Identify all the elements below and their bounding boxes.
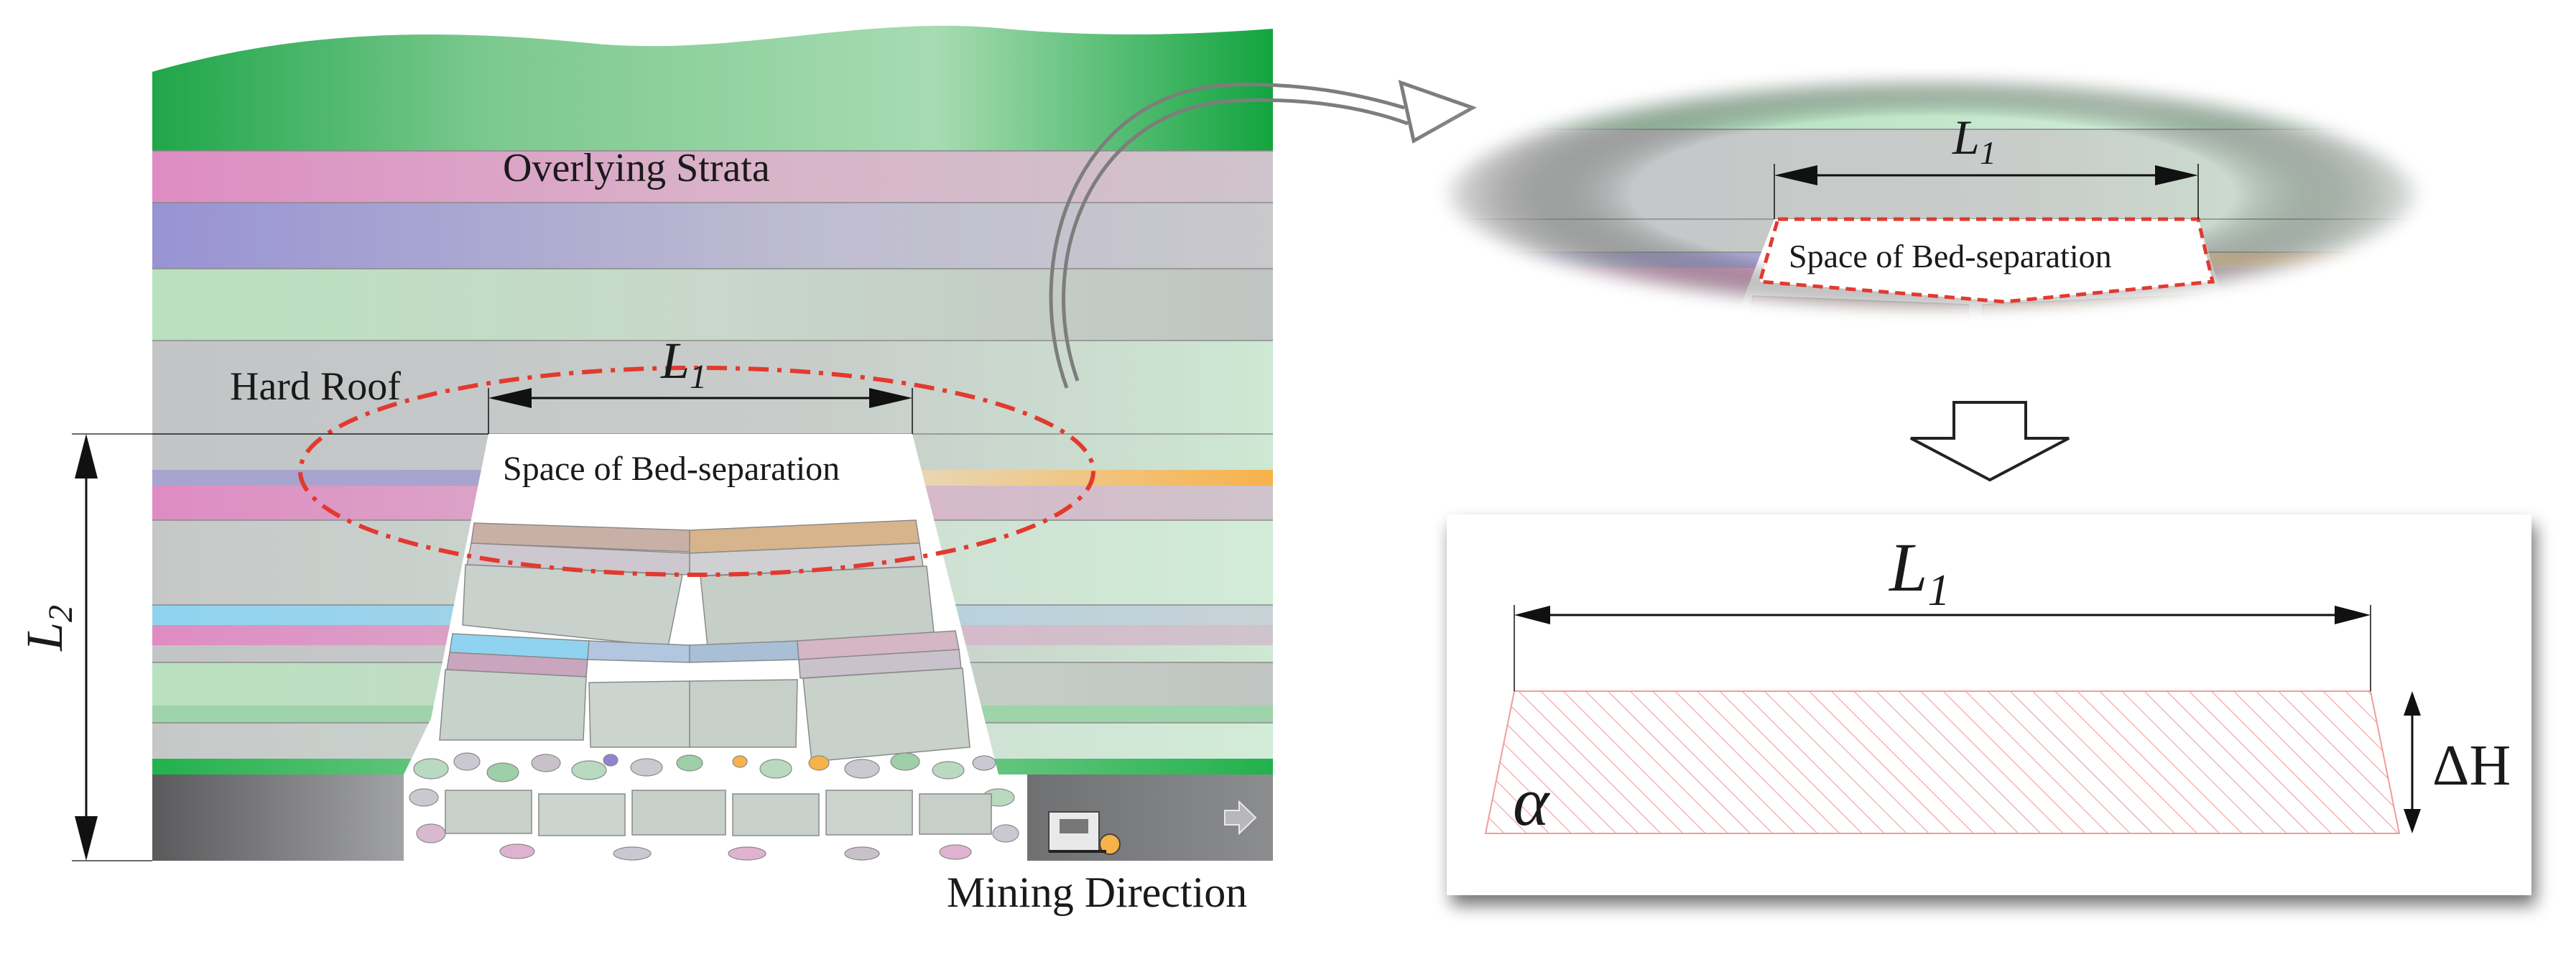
shearer-icon	[1048, 811, 1121, 855]
l2-dimension	[72, 433, 488, 861]
zoom-view: Space of Bed-separation L1	[1415, 50, 2450, 338]
stratum-purple	[152, 203, 1273, 269]
stratum-purple-thin	[152, 470, 490, 486]
zoom-l1-dimension	[1774, 164, 2199, 219]
overlying-strata-label: Overlying Strata	[503, 146, 770, 190]
zoom-connector-arrow	[1049, 80, 1478, 389]
alpha-label: α	[1513, 763, 1550, 840]
surface-layer	[152, 25, 1273, 151]
stratum-pink-top	[152, 151, 1273, 203]
broken-blocks-middle	[439, 630, 970, 762]
strata-section: Overlying Strata Hard Roof L1 Space of B…	[16, 25, 1273, 916]
stratum-hard-roof	[152, 341, 1273, 434]
model-l1-label: L1	[1888, 529, 1950, 615]
broken-blocks-upper	[462, 519, 935, 647]
model-l1-dimension	[1514, 605, 2371, 691]
bed-separation-label: Space of Bed-separation	[503, 450, 840, 488]
delta-h-label: ΔH	[2432, 734, 2511, 798]
lower-blocks	[445, 790, 992, 836]
delta-h-dimension	[2404, 691, 2421, 833]
zoom-l1-label: L1	[1952, 110, 1996, 171]
l2-label: L2	[16, 605, 80, 652]
l1-label: L1	[660, 332, 707, 396]
floor-left	[152, 775, 404, 861]
simplified-model: L1 ΔH α	[1447, 514, 2531, 895]
down-arrow-icon	[1910, 401, 2070, 482]
mining-direction-arrow-icon	[1224, 800, 1257, 836]
mining-direction-label: Mining Direction	[947, 869, 1247, 916]
hard-roof-label: Hard Roof	[230, 364, 401, 409]
zoom-bed-separation-label: Space of Bed-separation	[1789, 238, 2112, 274]
stratum-green	[152, 269, 1273, 341]
l1-dimension	[488, 388, 913, 434]
bed-separation-highlight	[298, 366, 1095, 577]
bed-separation-outline	[1757, 217, 2215, 304]
hatched-trapezoid	[1484, 690, 2401, 834]
